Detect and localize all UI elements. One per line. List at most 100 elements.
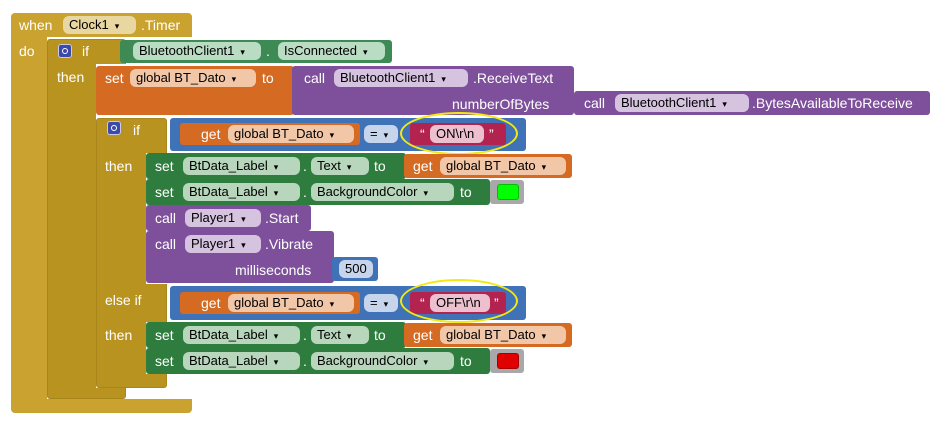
isconnected-dropdown[interactable]: IsConnected ▾ <box>278 42 385 60</box>
chevron-down-icon: ▾ <box>329 130 335 140</box>
if1-then-label: then <box>57 69 85 85</box>
set-label: set <box>105 70 124 86</box>
else-if-label: else if <box>105 292 142 308</box>
chevron-down-icon: ▾ <box>240 47 245 57</box>
to-label: to <box>460 184 472 200</box>
color-swatch-red[interactable] <box>497 353 519 369</box>
btdata-label: BtData_Label <box>189 184 268 199</box>
dot-label: . <box>303 184 307 200</box>
dot-label: . <box>266 43 270 59</box>
chevron-down-icon: ▾ <box>441 74 446 84</box>
start-method-label: .Start <box>265 210 299 226</box>
bgcolor-property-dropdown[interactable]: BackgroundColor▾ <box>311 183 454 201</box>
btdata-label-dropdown[interactable]: BtData_Label ▾ <box>183 157 300 175</box>
highlight-ellipse <box>400 279 518 323</box>
btdata-label-dropdown[interactable]: BtData_Label▾ <box>183 352 300 370</box>
chevron-down-icon: ▾ <box>346 162 352 172</box>
text-property-label: Text <box>317 158 341 173</box>
call-label: call <box>155 210 177 226</box>
variable-label: global BT_Dato <box>234 126 324 141</box>
number-input[interactable]: 500 <box>339 260 373 278</box>
text-property-dropdown[interactable]: Text ▾ <box>311 326 369 344</box>
chevron-down-icon: ▾ <box>273 188 279 198</box>
numberofbytes-label: numberOfBytes <box>452 96 550 112</box>
vibrate-method-label: .Vibrate <box>265 236 313 252</box>
text-property-dropdown[interactable]: Text ▾ <box>311 157 369 175</box>
call-label: call <box>155 236 177 252</box>
chevron-down-icon: ▾ <box>346 331 352 341</box>
bluetoothclient-label: BluetoothClient1 <box>340 70 436 85</box>
global-variable-dropdown[interactable]: global BT_Dato ▾ <box>228 294 354 312</box>
equals-dropdown[interactable]: =▾ <box>364 294 398 312</box>
isconnected-label: IsConnected <box>284 43 357 58</box>
global-variable-dropdown[interactable]: global BT_Dato▾ <box>130 69 256 87</box>
do-label: do <box>19 43 35 59</box>
variable-label: global BT_Dato <box>446 327 536 342</box>
set-label: set <box>155 353 174 369</box>
player1-label: Player1 <box>191 236 236 251</box>
chevron-down-icon: ▾ <box>273 162 279 172</box>
to-label: to <box>262 70 274 86</box>
equals-label: = <box>370 295 378 310</box>
btdata-label: BtData_Label <box>189 158 268 173</box>
bgcolor-property-label: BackgroundColor <box>317 353 418 368</box>
btdata-label-dropdown[interactable]: BtData_Label▾ <box>183 326 300 344</box>
to-label: to <box>374 158 386 174</box>
set-label: set <box>155 158 174 174</box>
clock1-label: Clock1 <box>69 17 109 32</box>
variable-label: global BT_Dato <box>234 295 324 310</box>
set-label: set <box>155 184 174 200</box>
set-label: set <box>155 327 174 343</box>
color-swatch-green[interactable] <box>497 184 519 200</box>
bluetoothclient-dropdown-2[interactable]: BluetoothClient1 ▾ <box>334 69 468 87</box>
gear-icon[interactable] <box>107 121 121 135</box>
bluetoothclient-dropdown-3[interactable]: BluetoothClient1▾ <box>615 94 749 112</box>
receivetext-method-label: .ReceiveText <box>473 70 554 86</box>
chevron-down-icon: ▾ <box>363 47 368 57</box>
if2-label: if <box>133 122 140 138</box>
timer-event-label: .Timer <box>141 17 181 33</box>
get-label: get <box>413 158 433 174</box>
global-variable-dropdown[interactable]: global BT_Dato ▾ <box>228 125 354 143</box>
bluetoothclient-dropdown[interactable]: BluetoothClient1▾ <box>133 42 261 60</box>
chevron-down-icon: ▾ <box>541 331 547 341</box>
get-label: get <box>413 327 433 343</box>
highlight-ellipse <box>400 112 518 155</box>
btdata-label-dropdown[interactable]: BtData_Label ▾ <box>183 183 300 201</box>
gear-icon[interactable] <box>58 44 72 58</box>
global-variable-dropdown[interactable]: global BT_Dato ▾ <box>440 326 566 344</box>
if1-label: if <box>82 43 89 59</box>
player1-label: Player1 <box>191 210 236 225</box>
if2-then-b-label: then <box>105 327 133 343</box>
get-label: get <box>201 295 221 311</box>
chevron-down-icon: ▾ <box>114 21 120 31</box>
global-variable-dropdown[interactable]: global BT_Dato ▾ <box>440 157 566 175</box>
to-label: to <box>374 327 386 343</box>
text-property-label: Text <box>317 327 341 342</box>
number-value: 500 <box>345 261 367 276</box>
bgcolor-property-label: BackgroundColor <box>317 184 418 199</box>
equals-label: = <box>370 126 378 141</box>
call-label-2: call <box>584 95 606 111</box>
dot-label: . <box>303 353 307 369</box>
chevron-down-icon: ▾ <box>241 214 246 224</box>
to-label: to <box>460 353 472 369</box>
variable-label: global BT_Dato <box>446 158 536 173</box>
chevron-down-icon: ▾ <box>541 162 547 172</box>
bgcolor-property-dropdown[interactable]: BackgroundColor▾ <box>311 352 454 370</box>
player1-dropdown[interactable]: Player1 ▾ <box>185 235 261 253</box>
get-label: get <box>201 126 221 142</box>
chevron-down-icon: ▾ <box>273 357 279 367</box>
dot-label: . <box>303 158 307 174</box>
chevron-down-icon: ▾ <box>383 299 389 309</box>
bluetoothclient-label: BluetoothClient1 <box>621 95 717 110</box>
dot-label: . <box>303 327 307 343</box>
chevron-down-icon: ▾ <box>329 299 335 309</box>
if2-then-label: then <box>105 158 133 174</box>
bytesavailable-method-label: .BytesAvailableToReceive <box>752 95 913 111</box>
chevron-down-icon: ▾ <box>383 130 389 140</box>
chevron-down-icon: ▾ <box>241 240 246 250</box>
equals-dropdown[interactable]: =▾ <box>364 125 398 143</box>
clock1-dropdown[interactable]: Clock1 ▾ <box>63 16 136 34</box>
player1-dropdown[interactable]: Player1 ▾ <box>185 209 261 227</box>
